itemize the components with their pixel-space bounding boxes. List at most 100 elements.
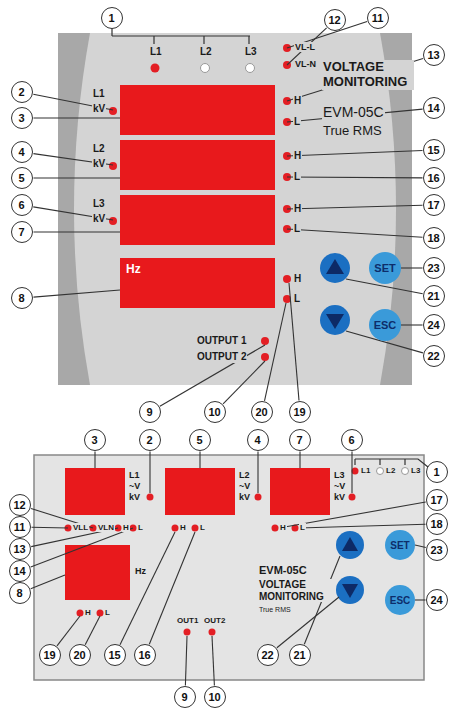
callout-number: 8 [9, 582, 31, 604]
panel-label: H [84, 608, 92, 617]
panel-label: kV [92, 103, 106, 115]
panel-label: H [279, 523, 287, 532]
callout-number: 10 [204, 401, 226, 423]
callout-number: 16 [134, 644, 156, 666]
callout-number: 3 [84, 429, 106, 451]
callout-number: 18 [423, 227, 445, 249]
panel-label: VOLTAGE MONITORING [258, 579, 332, 602]
callout-number: 9 [139, 401, 161, 423]
panel-label: VOLTAGE MONITORING [322, 60, 414, 90]
panel-label: L [299, 523, 306, 532]
panel-label: EVM-05C [322, 104, 385, 120]
callout-number: 2 [11, 81, 33, 103]
leader-line [287, 229, 423, 237]
node-text: SET [390, 540, 409, 551]
callout-number: 13 [423, 44, 445, 66]
callout-number: 4 [247, 429, 269, 451]
callout-number: 22 [257, 644, 279, 666]
leader-line [223, 361, 265, 404]
leader-line [34, 117, 121, 118]
callout-number: 20 [251, 401, 273, 423]
callout-number: 17 [423, 194, 445, 216]
panel-label: OUT2 [203, 616, 226, 625]
leader-line [149, 532, 195, 644]
leader-line [32, 527, 69, 529]
leader-line [299, 452, 300, 469]
panel-label: H [179, 523, 187, 532]
callout-number: 20 [69, 644, 91, 666]
callout-number: 1 [426, 461, 448, 483]
callout-number: 13 [9, 538, 31, 560]
leader-line [34, 290, 121, 297]
leader-line [199, 452, 200, 469]
leader-line [277, 597, 339, 648]
callout-number: 11 [9, 516, 31, 538]
panel-label: kV [92, 158, 106, 170]
panel-label: L2 [385, 466, 396, 475]
callout-number: 18 [426, 513, 448, 535]
leader-line [287, 205, 423, 209]
callout-number: 8 [11, 287, 33, 309]
callout-number: 11 [367, 7, 389, 29]
callout-number: 12 [9, 494, 31, 516]
panel-label: L [293, 223, 301, 235]
leader-line [34, 177, 121, 178]
leader-line [212, 636, 214, 686]
panel-label: kV [333, 492, 346, 502]
callout-number: 21 [423, 285, 445, 307]
leader-line [149, 452, 150, 494]
leader-line [85, 616, 100, 645]
node-text: Hz [126, 262, 141, 276]
leader-line [265, 303, 287, 401]
leader-line [257, 452, 258, 494]
callout-number: 22 [423, 345, 445, 367]
frequency-display: Hz [120, 258, 275, 308]
callout-number: 21 [289, 644, 311, 666]
callout-number: 6 [341, 429, 363, 451]
node-text: ESC [390, 595, 411, 606]
callout-number: 10 [204, 686, 226, 708]
callout-number: 19 [39, 644, 61, 666]
panel-label: Hz [134, 566, 147, 576]
leader-line [401, 324, 423, 325]
callout-number: 16 [423, 167, 445, 189]
panel-label: H [293, 273, 302, 285]
callout-number: 23 [426, 539, 448, 561]
leader-line [401, 267, 423, 268]
panel-label: VLL [72, 523, 89, 532]
callout-number: 2 [139, 429, 161, 451]
callout-number: 24 [423, 314, 445, 336]
leader-line [160, 345, 265, 406]
panel-label: OUT1 [176, 616, 199, 625]
panel-label: L2 [199, 46, 213, 58]
panel-label: VL-N [294, 59, 317, 69]
leader-line [31, 528, 133, 567]
leader-line [287, 151, 423, 157]
callout-number: 12 [324, 9, 346, 31]
panel-label: kV [92, 213, 106, 225]
panel-label: L [137, 523, 144, 532]
callout-number: 5 [189, 429, 211, 451]
panel-label: ~V [333, 481, 346, 491]
node-text: ESC [374, 319, 397, 331]
leader-line [299, 524, 426, 528]
callout-number: 24 [426, 589, 448, 611]
panel-label: L2 [92, 143, 106, 155]
panel-label: ~V [238, 481, 251, 491]
panel-label: True RMS [322, 124, 383, 139]
leader-line [57, 616, 80, 646]
callout-number: 3 [11, 107, 33, 129]
esc-button: ESC [385, 585, 415, 615]
panel-label: kV [238, 492, 251, 502]
panel-label: L1 [360, 466, 371, 475]
panel-label: VLN [97, 523, 115, 532]
leader-line [415, 599, 426, 600]
leader-line [94, 452, 95, 469]
panel-label: True RMS [258, 606, 292, 614]
callout-number: 4 [11, 141, 33, 163]
callout-number: 5 [11, 167, 33, 189]
callout-number: 14 [423, 97, 445, 119]
callout-number: 14 [9, 560, 31, 582]
set-button: SET [369, 252, 401, 284]
